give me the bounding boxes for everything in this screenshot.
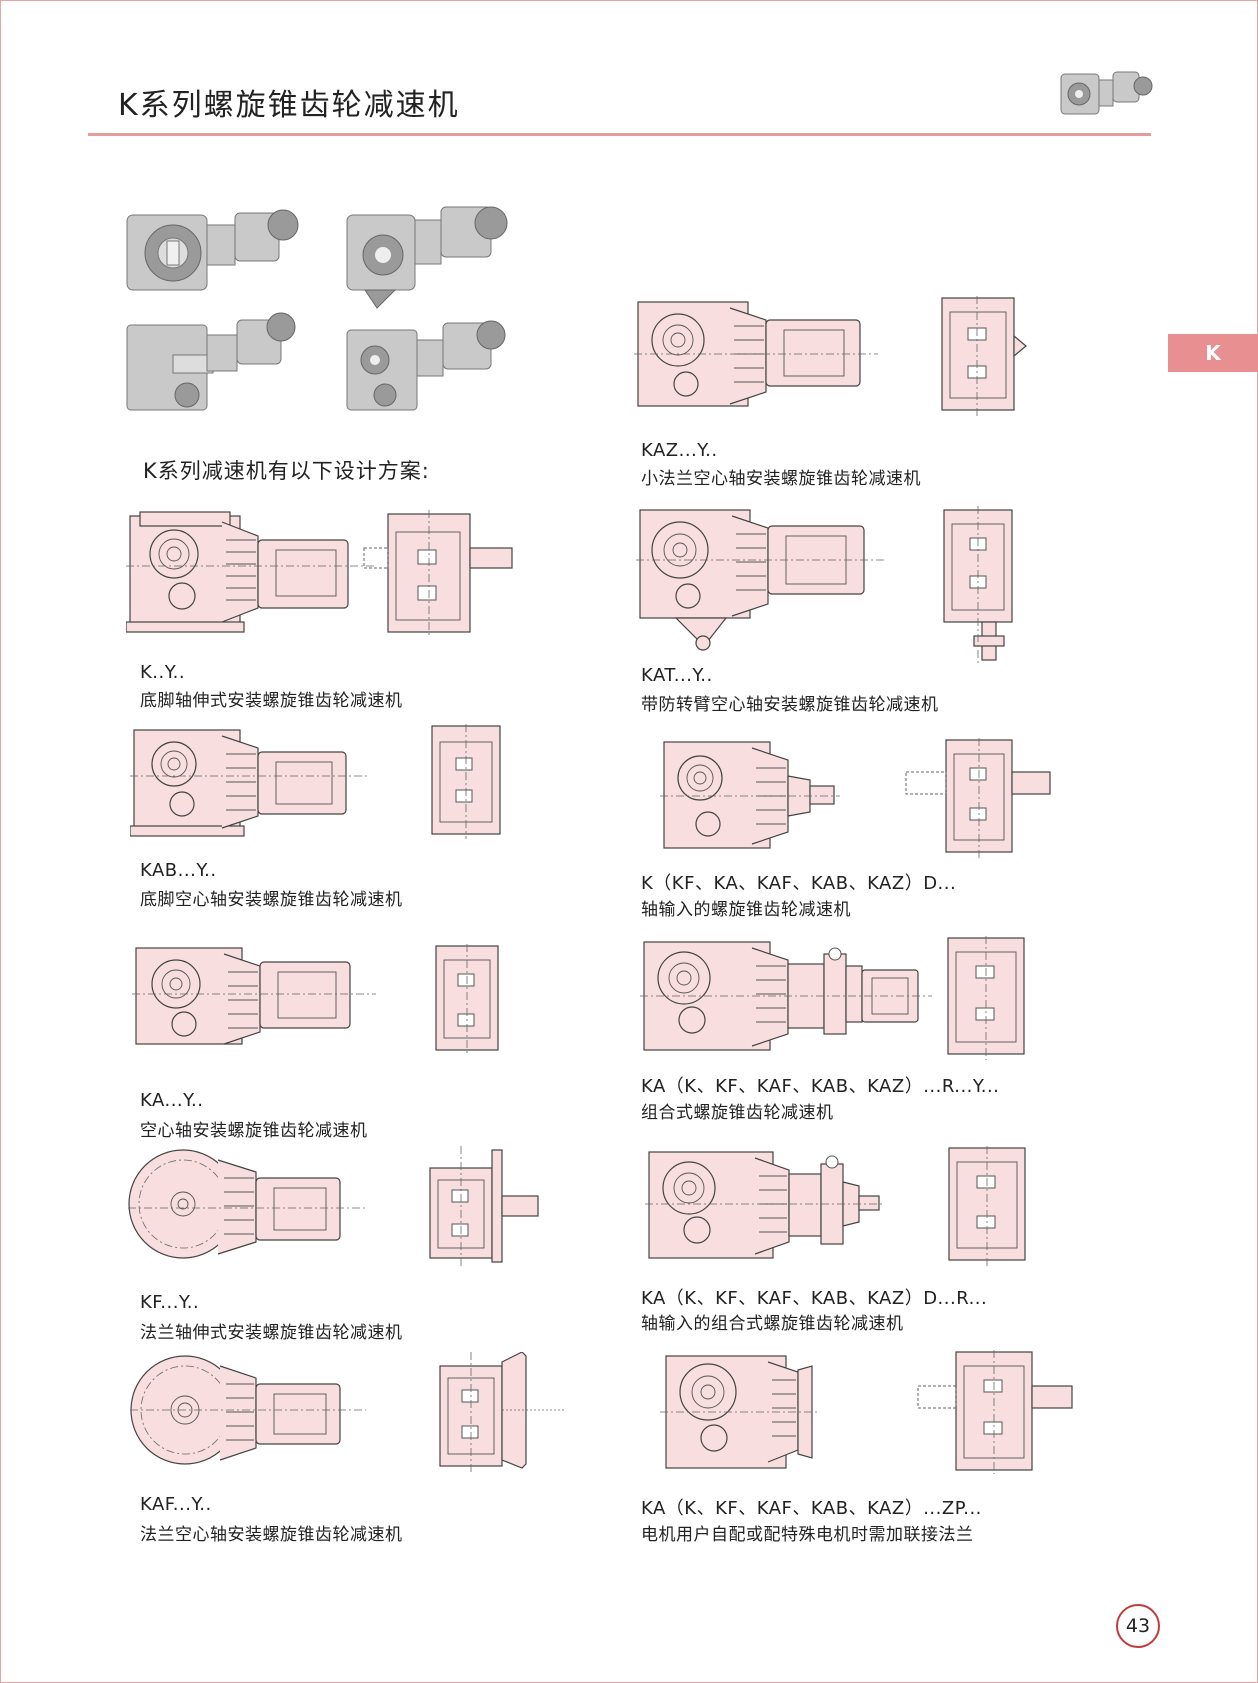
variant-code: KAZ...Y.. — [641, 440, 718, 461]
variant-desc: 带防转臂空心轴安装螺旋锥齿轮减速机 — [641, 695, 939, 715]
variant-desc: 轴输入的螺旋锥齿轮减速机 — [641, 900, 851, 920]
drawing-kaz-y — [634, 296, 1027, 416]
drawing-kaf-y — [130, 1352, 566, 1472]
product-photos — [126, 206, 508, 411]
photo-reducer-4 — [346, 320, 506, 411]
drawing-k-y — [126, 510, 513, 635]
variant-desc: 电机用户自配或配特殊电机时需加联接法兰 — [641, 1525, 974, 1545]
page-title: K系列螺旋锥齿轮减速机 — [118, 88, 460, 123]
variant-code: K（KF、KA、KAF、KAB、KAZ）D... — [641, 873, 957, 894]
variant-code: KA（K、KF、KAF、KAB、KAZ）D...R... — [641, 1288, 988, 1309]
variant-desc: 底脚空心轴安装螺旋锥齿轮减速机 — [140, 890, 403, 910]
variant-code: KA（K、KF、KAF、KAB、KAZ）...ZP... — [641, 1498, 982, 1519]
drawing-kat-y — [636, 506, 1013, 666]
section-tab[interactable]: K — [1168, 334, 1258, 372]
title-rule — [88, 133, 1151, 136]
variant-code: KAT...Y.. — [641, 665, 713, 686]
photo-reducer-2 — [346, 206, 508, 309]
drawing-kf-y — [128, 1146, 539, 1266]
intro-text: K系列减速机有以下设计方案: — [143, 459, 430, 483]
variant-code: KAF...Y.. — [140, 1494, 212, 1515]
page-number: 43 — [1116, 1604, 1160, 1648]
variant-code: KA...Y.. — [140, 1090, 204, 1111]
variant-desc: 空心轴安装螺旋锥齿轮减速机 — [140, 1121, 368, 1141]
drawing-ka-d-r — [645, 1146, 1026, 1266]
variant-desc: 法兰轴伸式安装螺旋锥齿轮减速机 — [140, 1323, 403, 1343]
drawing-ka-r-y — [640, 936, 1025, 1060]
photo-reducer-1 — [126, 209, 299, 291]
variant-code: KAB...Y.. — [140, 860, 217, 881]
drawing-k-d — [660, 738, 1051, 858]
variant-desc: 轴输入的组合式螺旋锥齿轮减速机 — [641, 1314, 904, 1334]
variant-desc: 法兰空心轴安装螺旋锥齿轮减速机 — [140, 1525, 403, 1545]
variant-code: KF...Y.. — [140, 1292, 200, 1313]
variant-code: K..Y.. — [140, 662, 186, 683]
variant-desc: 底脚轴伸式安装螺旋锥齿轮减速机 — [140, 691, 403, 711]
drawing-kab-y — [130, 724, 501, 839]
photo-reducer-3 — [126, 312, 296, 411]
variant-desc: 小法兰空心轴安装螺旋锥齿轮减速机 — [641, 469, 921, 489]
variant-desc: 组合式螺旋锥齿轮减速机 — [641, 1103, 834, 1123]
drawing-ka-y — [132, 944, 499, 1056]
header-reducer-photo — [1060, 71, 1153, 115]
drawing-ka-zp — [660, 1350, 1073, 1474]
variant-code: KA（K、KF、KAF、KAB、KAZ）...R...Y... — [641, 1076, 1000, 1097]
